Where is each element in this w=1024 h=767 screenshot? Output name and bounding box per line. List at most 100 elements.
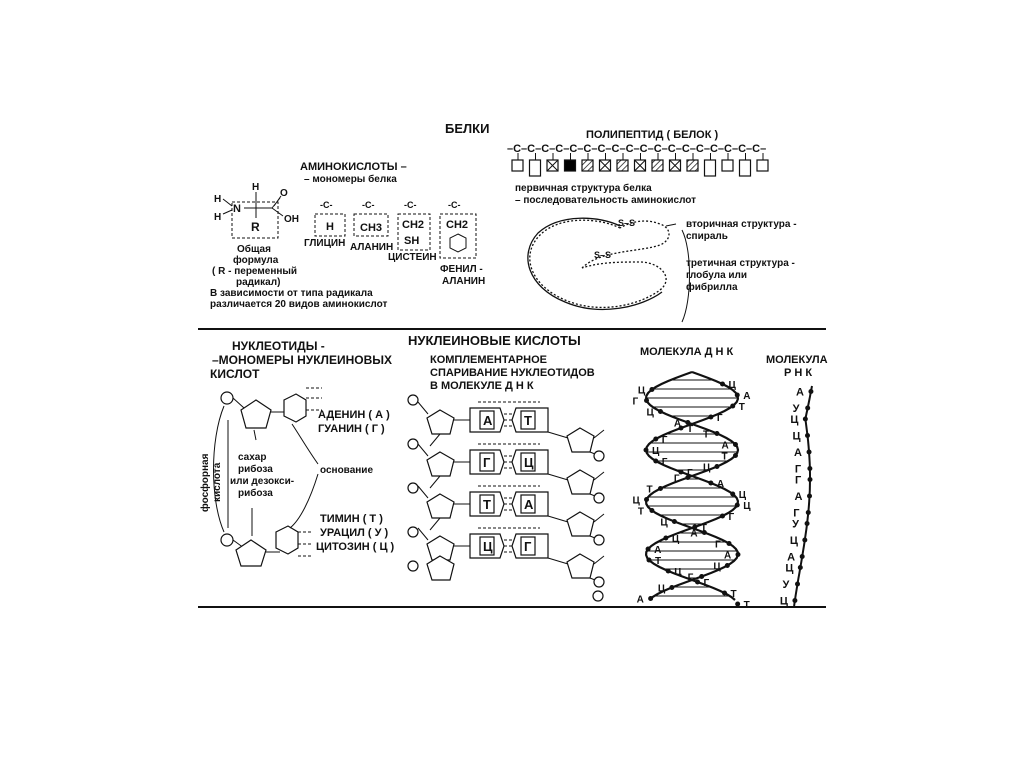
rna-base-letter: Ц <box>780 596 788 608</box>
nucleotide-dot <box>735 552 741 557</box>
polypeptide-residues <box>511 153 769 177</box>
pair-left-letter: Г <box>483 455 491 470</box>
phosphate-circle-icon <box>407 482 419 494</box>
residue-box <box>511 159 524 172</box>
sugar-pentagon-icon <box>426 451 455 477</box>
nucleotide-dot <box>671 519 677 524</box>
pair-left-letter: Ц <box>483 539 493 554</box>
dna-base-letter: Г <box>729 512 735 523</box>
nucleotide-dot <box>646 557 652 563</box>
rna-base-letter: Г <box>795 475 802 487</box>
polypeptide-chain: –C–C–C–C–C–C–C–C–C–C–C–C–C–C–C–C–C–C– <box>507 143 766 155</box>
polypeptide-title: ПОЛИПЕПТИД ( БЕЛОК ) <box>586 129 718 141</box>
nucleotide-dot <box>724 563 730 568</box>
dna-base-letter: Ц <box>713 562 721 573</box>
dna-title: МОЛЕКУЛА Д Н К <box>640 346 734 358</box>
dna-base-letter: Ц <box>660 518 668 529</box>
phosphate-circle-icon <box>593 450 605 462</box>
residue-box <box>581 159 594 172</box>
nucleotide-dot <box>649 387 655 392</box>
rna-base-letter: Г <box>793 508 800 520</box>
rna-base-letter: У <box>793 403 800 415</box>
dna-base-letter: Ц <box>658 584 666 595</box>
guanine-label: ГУАНИН ( Г ) <box>318 423 385 435</box>
nucleotide-dot <box>695 579 701 585</box>
tertiary-structure-2: глобула или <box>686 269 747 281</box>
amino-title: АМИНОКИСЛОТЫ – <box>300 161 407 173</box>
dna-base-letter: А <box>724 551 731 562</box>
dna-base-letter: Т <box>638 507 644 518</box>
svg-text:ФЕНИЛ -: ФЕНИЛ - <box>440 264 483 275</box>
nucleotide-dot <box>678 425 684 431</box>
svg-text:ЦИСТЕИН: ЦИСТЕИН <box>388 252 437 263</box>
rna-base-letter: Ц <box>785 563 793 575</box>
pair-left-letter: А <box>483 413 493 428</box>
sugar-pentagon-icon <box>426 493 455 519</box>
nucleotide-dot <box>797 565 803 570</box>
pair-right-letter: А <box>524 497 534 512</box>
rna-base-letter: У <box>792 519 799 531</box>
dna-strand-1 <box>644 370 740 601</box>
cytosine-label: ЦИТОЗИН ( Ц ) <box>316 541 395 553</box>
nucleotide-dot <box>657 486 663 491</box>
svg-text:радикал): радикал) <box>236 277 280 288</box>
nucleotide-dot <box>701 530 707 535</box>
phosphate-circle-icon <box>220 391 234 405</box>
dna-base-letter: Ц <box>703 463 711 474</box>
base-ring-icon <box>275 525 299 555</box>
phosphate-circle-icon <box>220 533 234 547</box>
dna-strand-2 <box>644 370 740 601</box>
dna-base-letter: А <box>743 391 750 402</box>
thymine-label: ТИМИН ( Т ) <box>320 513 383 525</box>
dna-base-letter: Г <box>662 457 668 468</box>
general-amino-formula: H H H N O OH R Общая формула ( R - перем… <box>212 182 299 288</box>
dna-base-letter: Ц <box>633 496 641 507</box>
dna-base-letter: Т <box>739 402 745 413</box>
residue-box <box>528 159 542 177</box>
nucleotide-dot <box>708 480 714 486</box>
primary-structure-2: – последовательность аминокислот <box>515 195 696 206</box>
tertiary-structure-1: третичная структура - <box>686 258 795 269</box>
nucleotide-dot <box>708 414 714 420</box>
svg-text:CH2: CH2 <box>402 219 424 231</box>
dna-base-letter: Т <box>655 556 661 567</box>
svg-text:АЛАНИН: АЛАНИН <box>350 242 393 253</box>
residue-box <box>756 159 769 172</box>
nucleotide-dot <box>669 585 675 590</box>
dna-base-letter: Т <box>744 600 750 611</box>
nucleotide-dot <box>730 403 736 409</box>
radical-phenylalanine: -C- CH2 ФЕНИЛ - АЛАНИН <box>439 200 485 287</box>
svg-text:SH: SH <box>404 235 419 247</box>
secondary-pointer <box>665 223 677 227</box>
proteins-title: БЕЛКИ <box>445 121 489 136</box>
nucleotides-3: КИСЛОТ <box>210 367 260 381</box>
sugar-label-4: рибоза <box>238 487 273 499</box>
nucleotide-dot <box>804 521 810 526</box>
nucleotide-dot <box>792 598 798 603</box>
primary-structure-1: первичная структура белка <box>515 182 652 194</box>
nucleotide-dot <box>699 574 705 579</box>
phosphate-circle-icon <box>593 534 605 546</box>
nucleotide-dot <box>808 389 814 394</box>
secondary-structure-2: спираль <box>686 231 728 242</box>
svg-text:-C-: -C- <box>448 200 461 210</box>
dna-base-letter: Т <box>687 424 693 435</box>
residue-box <box>563 159 577 172</box>
dna-base-letter: А <box>654 545 661 556</box>
nucleotide-dot <box>802 416 808 422</box>
svg-text:R: R <box>251 220 260 234</box>
sugar-pentagon-icon <box>235 539 267 567</box>
svg-text:( R - переменный: ( R - переменный <box>212 266 297 277</box>
dna-base-letter: Т <box>731 589 737 600</box>
phosphate-circle-icon <box>593 576 605 588</box>
dna-base-letter: Г <box>704 578 710 589</box>
dna-base-letter: А <box>674 419 681 430</box>
tertiary-brace <box>681 229 690 323</box>
nucleotide-dot <box>714 431 720 436</box>
nucleotides-1: НУКЛЕОТИДЫ - <box>232 339 325 353</box>
rna-base-letter: А <box>795 491 803 503</box>
uracil-label: УРАЦИЛ ( У ) <box>320 527 388 539</box>
